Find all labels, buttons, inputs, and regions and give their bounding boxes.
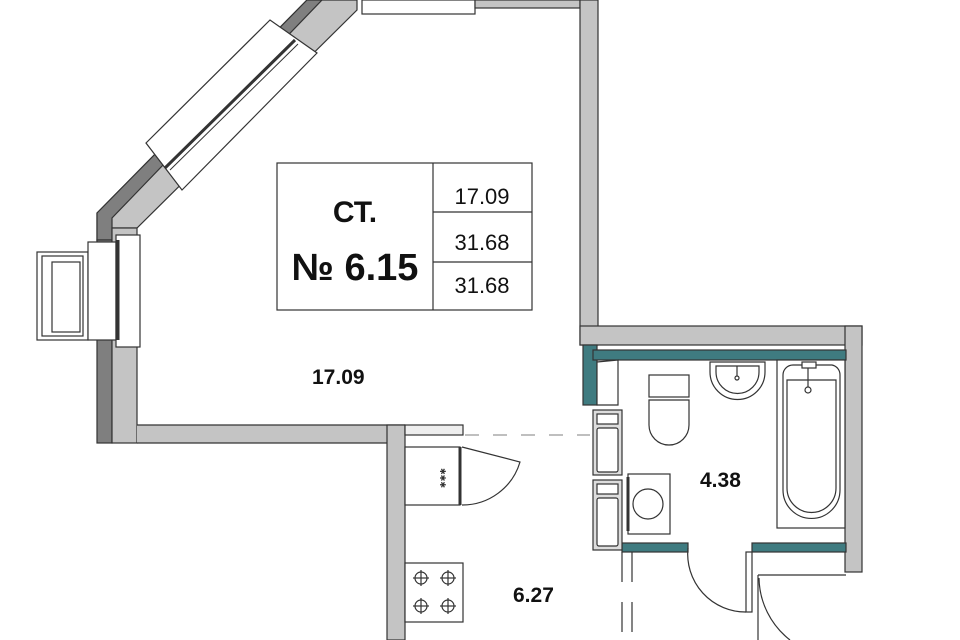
diagonal-window-pane <box>163 38 297 170</box>
bathtub-icon <box>776 359 846 529</box>
kitchen-wall-stub <box>404 424 464 436</box>
left-window-frame <box>41 255 84 337</box>
summary-living-area: 17.09 <box>454 184 509 209</box>
cabinet-lower-door <box>596 497 619 547</box>
summary-total-area-2: 31.68 <box>454 273 509 298</box>
bathroom-door[interactable] <box>687 547 753 613</box>
top-window <box>361 0 476 15</box>
svg-text:✱✱✱: ✱✱✱ <box>438 468 447 488</box>
summary-total-area: 31.68 <box>454 230 509 255</box>
cabinet-upper-door <box>596 427 619 473</box>
bathroom-area: 4.38 <box>700 469 741 492</box>
kitchen-left-wall <box>386 424 406 640</box>
unit-label-box <box>276 162 533 311</box>
left-window-pane <box>51 261 81 333</box>
left-window-sill-outer <box>87 241 117 341</box>
living-room-area: 17.09 <box>312 366 365 389</box>
wet-wall-bottom-right <box>751 542 847 553</box>
cabinet-lower-drawer <box>596 483 619 495</box>
entrance-door[interactable] <box>757 574 846 640</box>
unit-type: СТ. <box>333 196 377 229</box>
fridge-icon: ✱✱✱ <box>404 446 521 506</box>
living-bottom-wall <box>137 425 405 443</box>
wet-wall-top <box>592 349 847 361</box>
shaft-box <box>596 359 619 406</box>
top-wall <box>474 0 581 9</box>
washing-machine-icon <box>626 473 671 535</box>
living-right-wall <box>579 0 599 346</box>
stove-icon <box>404 562 464 623</box>
cabinet-upper-drawer <box>596 413 619 425</box>
left-window-sill-inner <box>115 234 141 348</box>
toilet-icon <box>648 374 690 446</box>
kitchen-area: 6.27 <box>513 584 554 607</box>
bathroom-top-wall <box>579 325 863 346</box>
bathroom-right-wall <box>844 325 863 573</box>
diagonal-window-frame <box>169 43 299 171</box>
unit-number: № 6.15 <box>292 247 419 289</box>
sink-icon <box>709 361 766 401</box>
wet-wall-bottom-left <box>621 542 689 553</box>
